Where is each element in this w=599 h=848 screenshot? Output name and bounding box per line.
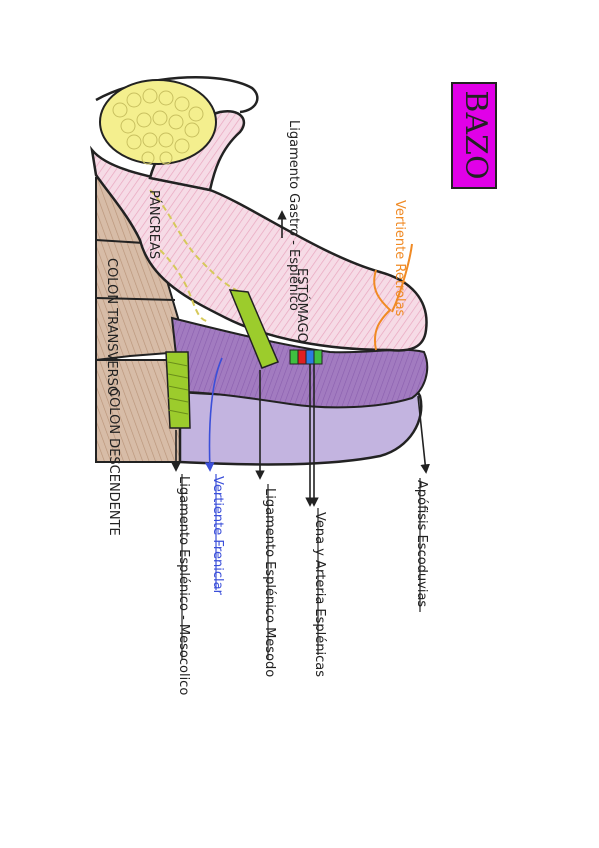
vessel-green <box>289 349 299 365</box>
label-ligamento-esplenico-mesodo: Ligamento Esplénico Mesodo <box>262 488 277 677</box>
vessel-green-2 <box>313 349 323 365</box>
ligamento-green-lower <box>165 351 191 429</box>
orange-arrow <box>391 243 413 313</box>
vessel-red <box>297 349 307 365</box>
stomach-shape <box>90 145 428 352</box>
title-box <box>451 82 497 189</box>
label-vertiente-retrolas: Vertiente Retrolas <box>392 200 407 317</box>
label-colon-descendente: COLON DESCENDENTE <box>106 388 121 536</box>
label-pancreas: PÁNCREAS <box>146 190 162 259</box>
title-text: BAZO <box>458 90 493 179</box>
label-vertiente-freniclar: Vertiente Freniclar <box>210 476 225 596</box>
fat-blob <box>99 79 217 165</box>
label-vena-arteria: Vena y Arteria Esplénicas <box>312 512 327 677</box>
vessel-blue <box>305 349 315 365</box>
label-apofisis: Apófisis Escoduvias <box>414 480 429 607</box>
pancreas-outline <box>149 189 241 323</box>
orange-bracket <box>373 269 392 351</box>
label-ligamento-esplenico-mesocolico: Ligamento Esplénico - Mesocolico <box>176 476 191 695</box>
ligamento-green-band <box>228 289 279 369</box>
label-ligamento-gastro: Ligamento Gastro - Esplénico <box>286 120 301 311</box>
label-colon-transverso: COLON TRANSVERSO <box>104 258 119 396</box>
label-estomago: ESTÓMAGO <box>294 268 310 343</box>
